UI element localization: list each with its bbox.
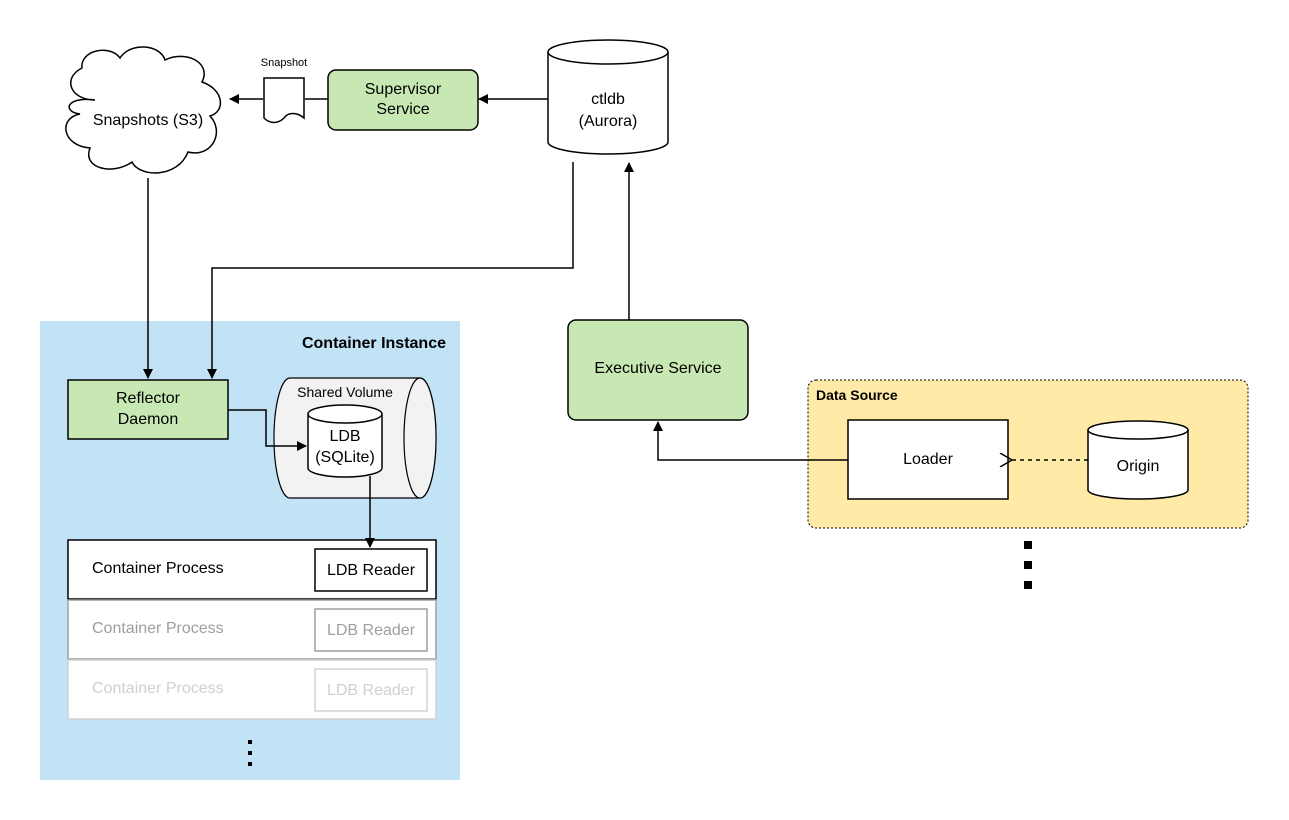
svg-text:LDB: LDB: [329, 428, 360, 445]
cloud-icon: [65, 46, 221, 174]
svg-text:Container Process: Container Process: [92, 620, 224, 637]
svg-text:Container Process: Container Process: [92, 560, 224, 577]
container-process-row: Container Process LDB Reader: [67, 659, 437, 720]
ldb-reader-box: [314, 608, 428, 652]
svg-text:Loader: Loader: [903, 451, 953, 468]
svg-text:ctldb: ctldb: [591, 91, 625, 108]
svg-text:Reflector: Reflector: [116, 390, 181, 407]
data-source-label: Data Source: [816, 387, 898, 403]
reflector-daemon-node: Reflector Daemon: [67, 379, 229, 440]
snapshots-s3-node: Snapshots (S3): [65, 46, 221, 174]
supervisor-service-node: Supervisor Service: [327, 69, 479, 131]
database-icon: [307, 414, 383, 478]
svg-text:(SQLite): (SQLite): [315, 449, 375, 466]
svg-text:Origin: Origin: [1117, 458, 1160, 475]
ldb-reader-box: [314, 668, 428, 712]
ctldb-aurora-node: ctldb (Aurora): [547, 39, 669, 155]
svg-text:LDB Reader: LDB Reader: [327, 682, 416, 699]
database-icon: [1087, 430, 1189, 500]
more-sources-ellipsis: [1024, 541, 1032, 589]
edge-reflector-to-ldb: [228, 409, 307, 451]
shared-volume-label: Shared Volume: [297, 384, 393, 400]
svg-text:LDB Reader: LDB Reader: [327, 562, 416, 579]
svg-text:Snapshots (S3): Snapshots (S3): [93, 112, 203, 129]
loader-node: Loader: [847, 419, 1009, 500]
svg-text:LDB Reader: LDB Reader: [327, 622, 416, 639]
executive-service-node: Executive Service: [567, 319, 749, 421]
more-processes-ellipsis: [248, 740, 252, 766]
svg-text:Container Process: Container Process: [92, 680, 224, 697]
ldb-reader-box: [314, 548, 428, 592]
container-process-row: Container Process LDB Reader: [67, 599, 437, 660]
svg-text:Daemon: Daemon: [118, 411, 178, 428]
edge-loader-to-executive: [653, 421, 848, 461]
database-icon: [547, 52, 669, 155]
document-icon: [263, 77, 305, 124]
container-instance-label: Container Instance: [302, 335, 446, 352]
origin-node: Origin: [1087, 420, 1189, 500]
edge-ctldb-to-reflector: [207, 162, 574, 379]
svg-text:Executive Service: Executive Service: [594, 360, 721, 377]
snapshot-label: Snapshot: [261, 57, 307, 69]
svg-text:Supervisor: Supervisor: [365, 81, 442, 98]
container-process-row: Container Process LDB Reader: [67, 539, 437, 600]
snapshot-document: Snapshot: [261, 57, 307, 124]
ldb-sqlite-node: LDB (SQLite): [307, 404, 383, 478]
svg-text:(Aurora): (Aurora): [579, 113, 638, 130]
svg-text:Service: Service: [376, 101, 429, 118]
